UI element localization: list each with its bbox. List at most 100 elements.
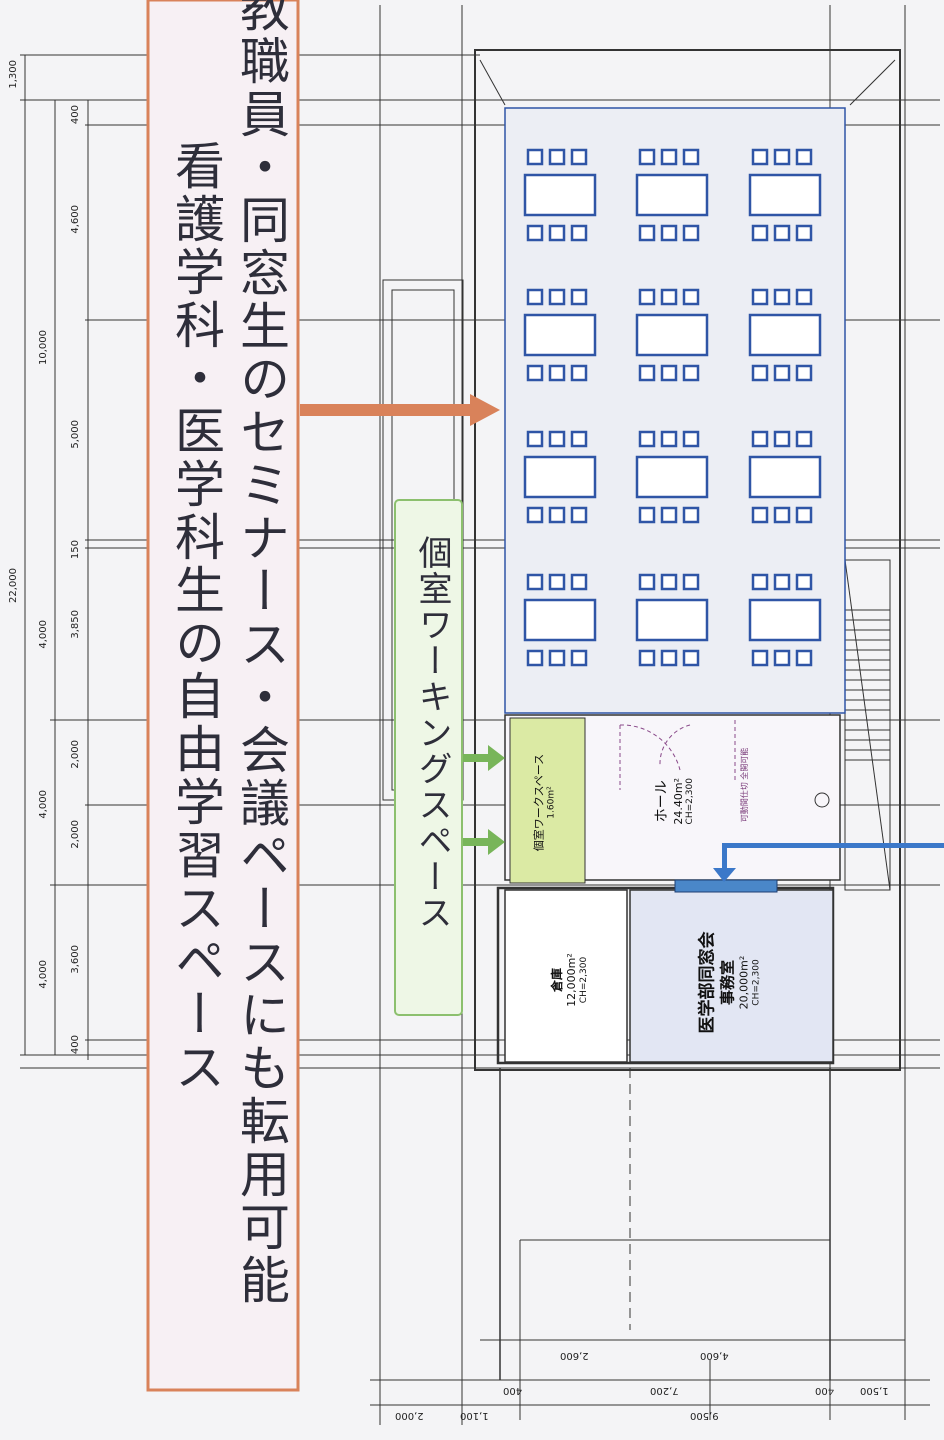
storage-label: 倉庫 12,000m² CH=2,300 — [550, 953, 589, 1007]
dim-inner-4: 150 — [70, 540, 81, 560]
chair — [682, 506, 700, 524]
chair — [548, 506, 566, 524]
chair — [660, 430, 678, 448]
hall-doors — [619, 720, 736, 790]
chair — [660, 364, 678, 382]
chair — [773, 430, 791, 448]
chair — [682, 573, 700, 591]
chair — [638, 430, 656, 448]
chair — [548, 364, 566, 382]
hall-note: 可動間仕切 全開可能 — [740, 747, 749, 823]
chair — [570, 506, 588, 524]
desk-group — [748, 148, 822, 242]
chair — [660, 148, 678, 166]
chair — [548, 430, 566, 448]
blue-arrow — [713, 843, 944, 882]
dim-inner-6: 2,000 — [70, 740, 81, 769]
desk-group — [635, 148, 709, 242]
chair — [526, 506, 544, 524]
chair — [682, 430, 700, 448]
chair — [660, 224, 678, 242]
private-room-label: 個室ワークスペース 1.60m² — [532, 753, 557, 852]
chair — [638, 649, 656, 667]
dim-inner-8: 3,600 — [70, 945, 81, 974]
chair — [773, 649, 791, 667]
office-room — [629, 889, 834, 1063]
desk-group — [523, 573, 597, 667]
chair — [773, 288, 791, 306]
desk-group — [635, 573, 709, 667]
dim-left-5: 4,000 — [38, 960, 49, 989]
desk-group — [635, 288, 709, 382]
chair — [570, 649, 588, 667]
desk — [748, 173, 822, 217]
chair — [751, 224, 769, 242]
chair — [795, 364, 813, 382]
green-arrows — [462, 745, 505, 855]
chair — [548, 573, 566, 591]
desk-layout — [523, 148, 822, 667]
desk-group — [523, 430, 597, 524]
desk — [748, 455, 822, 499]
dim-bottom-3b: 1,100 — [460, 1410, 489, 1421]
chair — [751, 364, 769, 382]
chair — [751, 430, 769, 448]
chair — [795, 224, 813, 242]
chair — [638, 506, 656, 524]
chair — [682, 364, 700, 382]
chair — [751, 288, 769, 306]
chair — [638, 364, 656, 382]
chair — [773, 506, 791, 524]
chair — [795, 148, 813, 166]
chair — [526, 430, 544, 448]
chair — [682, 288, 700, 306]
chair — [548, 148, 566, 166]
desk — [523, 313, 597, 357]
chair — [795, 288, 813, 306]
chair — [570, 224, 588, 242]
chair — [638, 573, 656, 591]
office-label: 医学部同窓会 事務室 20,000m² CH=2,300 — [697, 931, 762, 1034]
chair — [638, 288, 656, 306]
chair — [795, 649, 813, 667]
chair — [548, 288, 566, 306]
dim-left-1: 1,300 — [8, 60, 19, 89]
chair — [570, 288, 588, 306]
dim-left-4: 4,000 — [38, 790, 49, 819]
chair — [751, 506, 769, 524]
chair — [526, 148, 544, 166]
desk-group — [748, 288, 822, 382]
chair — [570, 430, 588, 448]
chair — [660, 573, 678, 591]
hall-label: ホール 24.40m² CH=2,300 — [653, 777, 695, 825]
callout-text-line2: 教職員・同窓生のセミナース・会議ペースにも転用可能 — [232, 0, 290, 1307]
office-door — [674, 879, 778, 893]
desk — [635, 455, 709, 499]
chair — [570, 148, 588, 166]
private-workspace-room — [509, 717, 586, 884]
desk-group — [748, 573, 822, 667]
chair — [660, 288, 678, 306]
dim-bottom-2c: 400 — [815, 1385, 835, 1396]
dim-inner-9: 400 — [70, 1035, 81, 1055]
dim-bottom-3c: 9,500 — [690, 1410, 719, 1421]
chair — [660, 649, 678, 667]
desk — [523, 173, 597, 217]
chair — [795, 430, 813, 448]
dim-inner-5: 3,850 — [70, 610, 81, 639]
desk — [523, 455, 597, 499]
main-callout-box — [146, 0, 300, 1392]
chair — [682, 148, 700, 166]
callout-text-line1: 看護学科・医学科生の自由学習スペース — [167, 140, 225, 1094]
storage-room — [504, 889, 628, 1063]
building-walls — [382, 49, 901, 1380]
chair — [548, 224, 566, 242]
desk — [635, 598, 709, 642]
chair — [682, 649, 700, 667]
chair — [570, 364, 588, 382]
desk-group — [523, 148, 597, 242]
dim-bottom-1b: 4,600 — [700, 1350, 729, 1361]
chair — [526, 288, 544, 306]
chair — [773, 224, 791, 242]
